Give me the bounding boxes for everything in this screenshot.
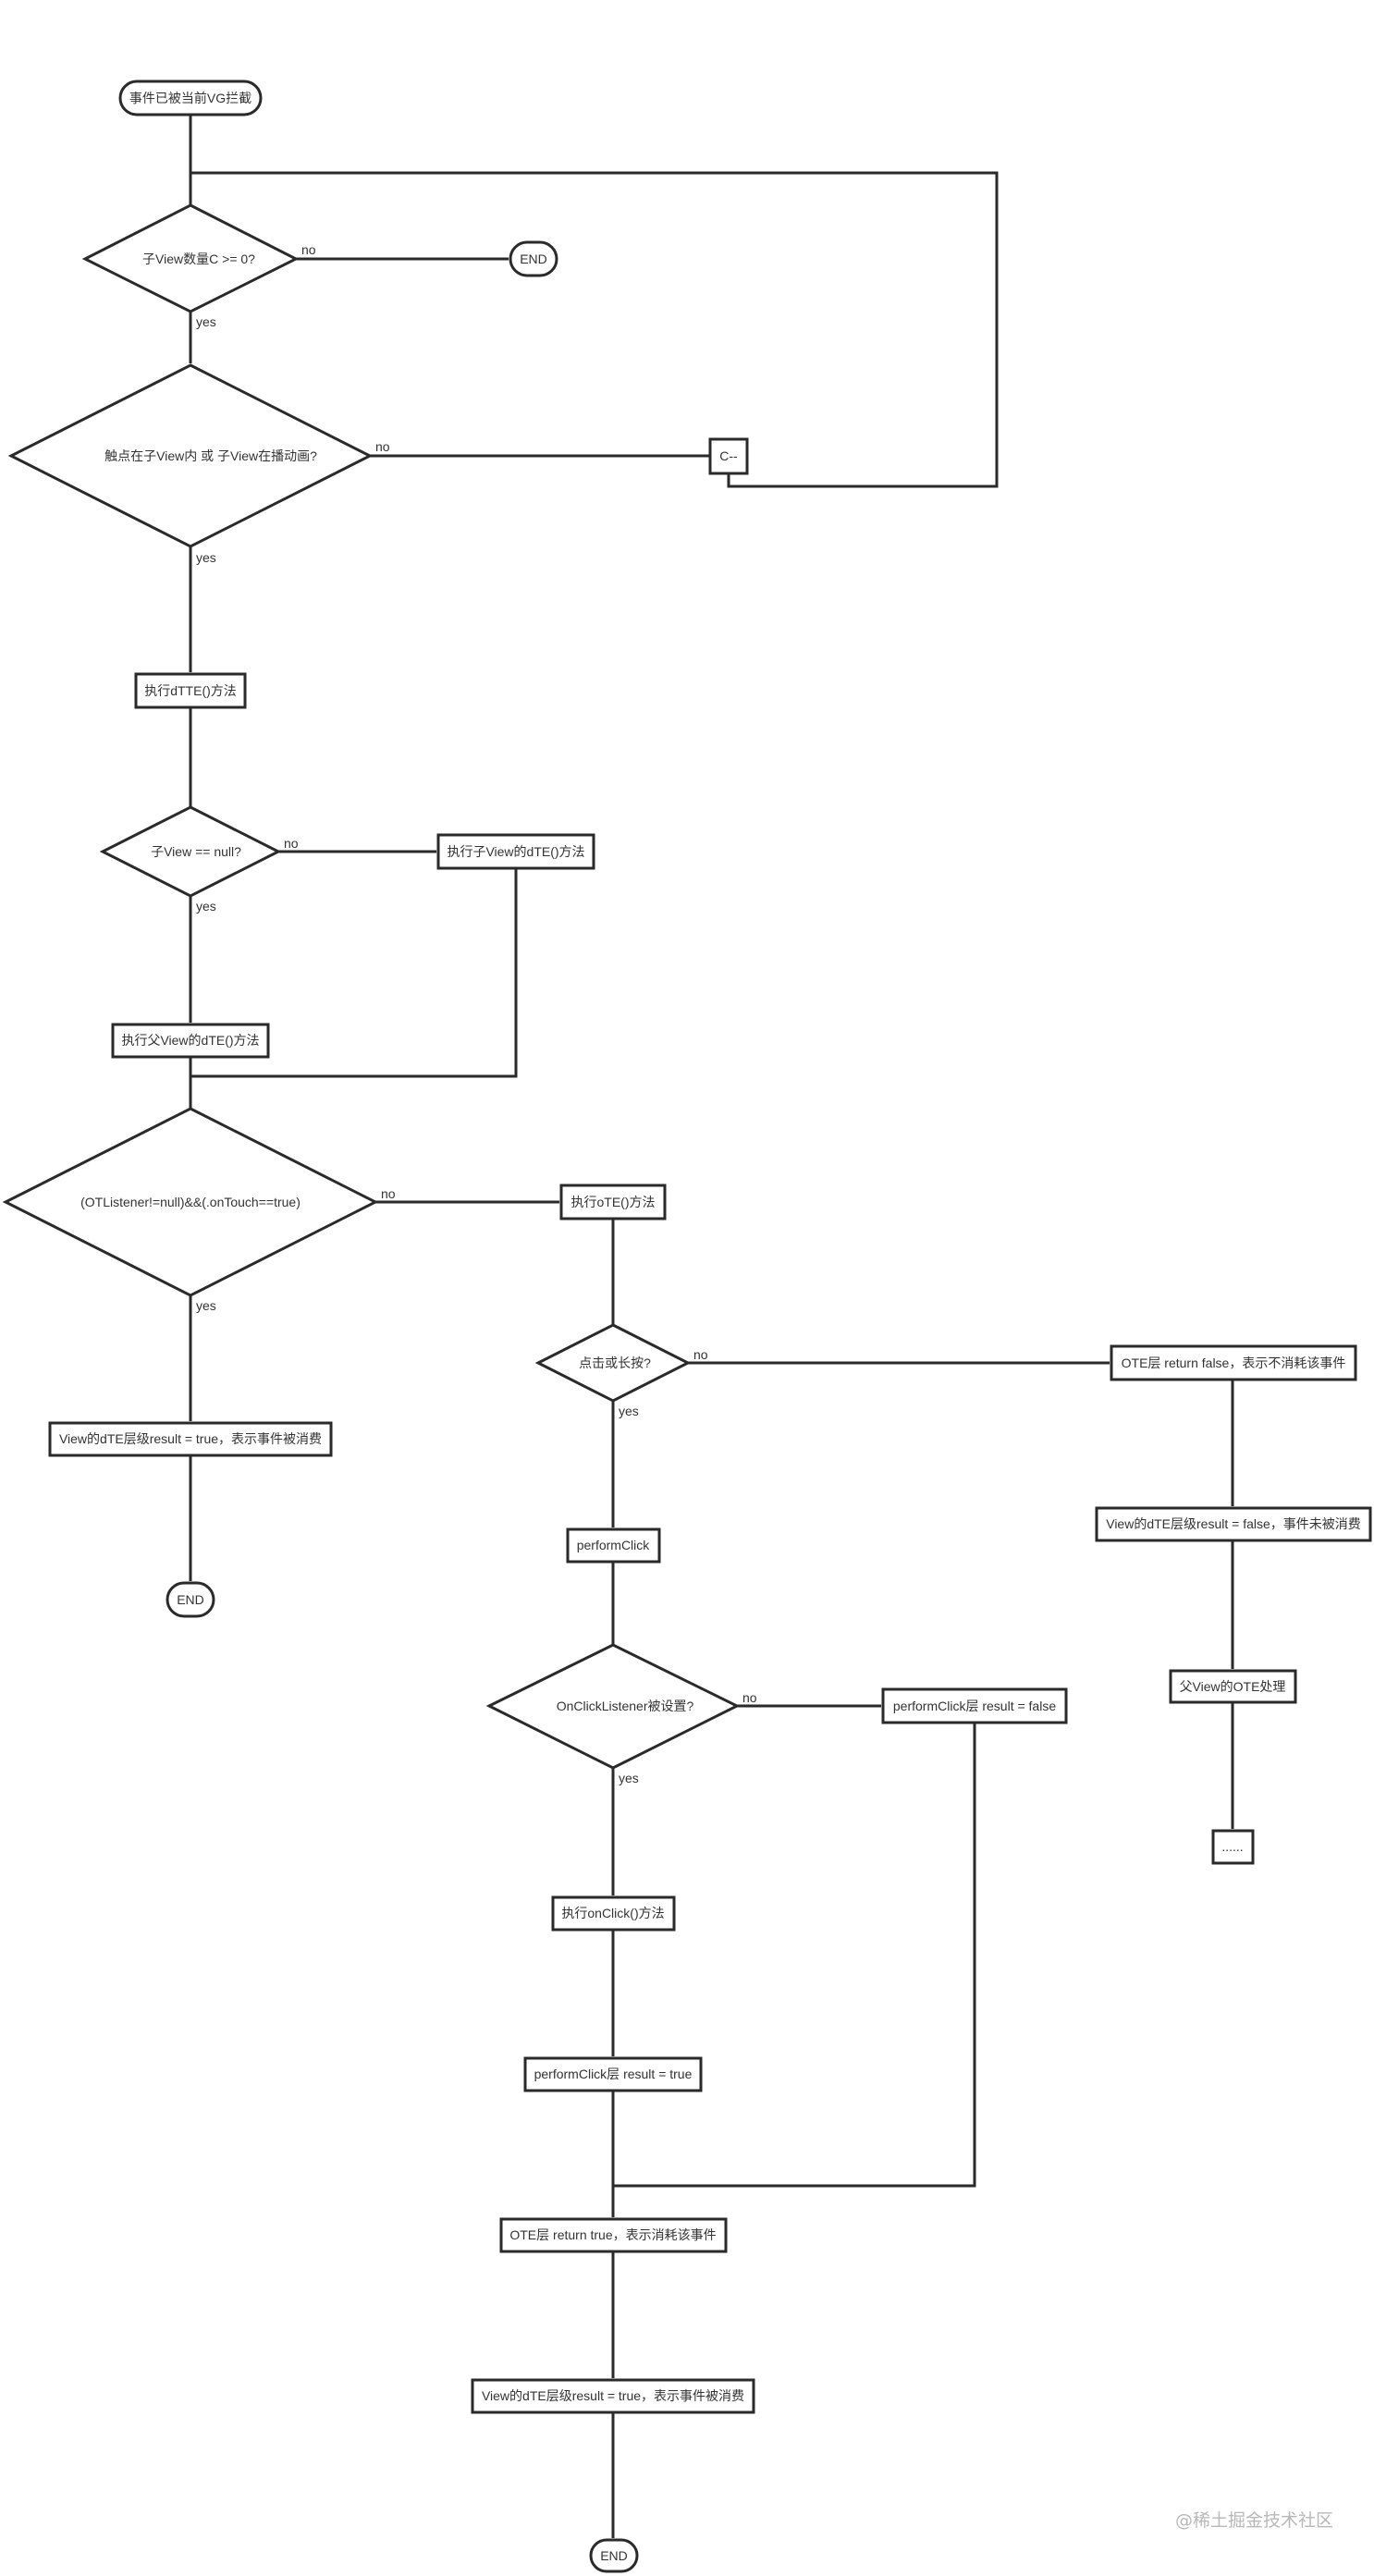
process-exec-ote: 执行oTE()方法: [559, 1184, 667, 1221]
process-parent-ote-label: 父View的OTE处理: [1180, 1679, 1286, 1694]
process-parent-ote: 父View的OTE处理: [1169, 1669, 1297, 1704]
edge-label-ot-yes: yes: [196, 1298, 216, 1313]
end-node-1-label: END: [520, 251, 547, 266]
process-exec-parent-dte: 执行父View的dTE()方法: [111, 1023, 270, 1059]
decision-child-null: 子View == null?: [99, 805, 282, 898]
process-perform-click-false-label: performClick层 result = false: [893, 1699, 1056, 1713]
process-exec-ote-label: 执行oTE()方法: [571, 1195, 656, 1209]
edge-pcfalse-merge: [613, 1723, 976, 2188]
end-node-2-label: END: [177, 1592, 204, 1607]
edge-label-null-yes: yes: [196, 899, 216, 914]
edge-labels: no yes no yes no yes no yes no yes no ye…: [196, 242, 757, 1785]
process-view-dte-true-1-label: View的dTE层级result = true，表示事件被消费: [59, 1431, 322, 1446]
process-view-dte-true-2-label: View的dTE层级result = true，表示事件被消费: [482, 2388, 744, 2403]
process-exec-child-dte: 执行子View的dTE()方法: [436, 833, 595, 870]
process-ote-return-true-label: OTE层 return true，表示消耗该事件: [509, 2227, 716, 2242]
decrement-node-label: C--: [719, 448, 738, 463]
process-perform-click: performClick: [566, 1527, 661, 1564]
decision-onclicklistener-set-label: OnClickListener被设置?: [557, 1699, 694, 1713]
start-node: 事件已被当前VG拦截: [118, 80, 263, 117]
process-perform-click-true: performClick层 result = true: [523, 2056, 703, 2092]
edge-label-touch-yes: yes: [196, 550, 216, 565]
watermark: @稀土掘金技术社区: [1175, 2510, 1333, 2531]
connectors: [189, 115, 1234, 2538]
decision-child-count: 子View数量C >= 0?: [81, 203, 300, 313]
process-view-dte-false: View的dTE层级result = false，事件未被消费: [1095, 1506, 1372, 1542]
process-ote-return-true: OTE层 return true，表示消耗该事件: [499, 2217, 728, 2253]
decision-otlistener-label: (OTListener!=null)&&(.onTouch==true): [80, 1195, 301, 1209]
process-exec-dtte: 执行dTTE()方法: [134, 672, 247, 709]
edge-label-onclickset-no: no: [742, 1690, 757, 1705]
process-view-dte-true-2: View的dTE层级result = true，表示事件被消费: [471, 2378, 755, 2414]
end-node-2: END: [166, 1581, 215, 1618]
process-view-dte-true-1: View的dTE层级result = true，表示事件被消费: [48, 1421, 333, 1457]
edge-label-null-no: no: [284, 836, 299, 851]
decision-click-or-longpress-label: 点击或长按?: [579, 1355, 651, 1370]
decision-child-count-label: 子View数量C >= 0?: [142, 251, 255, 266]
process-ote-return-false-label: OTE层 return false，表示不消耗该事件: [1122, 1355, 1346, 1370]
start-node-label: 事件已被当前VG拦截: [129, 91, 251, 105]
edge-label-onclickset-yes: yes: [619, 1771, 639, 1785]
process-exec-onclick: 执行onClick()方法: [551, 1895, 676, 1932]
edge-label-ot-no: no: [381, 1186, 396, 1201]
end-node-3-label: END: [600, 2548, 628, 2563]
process-ellipsis: ......: [1211, 1829, 1255, 1865]
edge-loop-back: [190, 171, 999, 488]
edge-label-click-no: no: [693, 1347, 708, 1362]
end-node-3: END: [589, 2538, 639, 2573]
edge-label-count-no: no: [301, 242, 316, 257]
process-perform-click-false: performClick层 result = false: [881, 1687, 1068, 1724]
decision-click-or-longpress: 点击或长按?: [534, 1323, 692, 1403]
process-exec-dtte-label: 执行dTTE()方法: [144, 683, 237, 698]
process-exec-child-dte-label: 执行子View的dTE()方法: [447, 844, 584, 859]
end-node-1: END: [509, 240, 558, 277]
nodes: 事件已被当前VG拦截 子View数量C >= 0? END 触点在子View内 …: [2, 80, 1372, 2573]
edge-childdte-merge: [190, 868, 518, 1078]
decision-otlistener: (OTListener!=null)&&(.onTouch==true): [2, 1107, 379, 1297]
process-exec-onclick-label: 执行onClick()方法: [561, 1906, 664, 1920]
decision-onclicklistener-set: OnClickListener被设置?: [485, 1643, 741, 1770]
process-perform-click-true-label: performClick层 result = true: [534, 2067, 693, 2081]
decrement-node: C--: [708, 437, 749, 475]
edge-label-count-yes: yes: [196, 314, 216, 329]
process-ellipsis-label: ......: [1221, 1839, 1243, 1854]
decision-touch-in-child: 触点在子View内 或 子View在播动画?: [7, 363, 374, 548]
decision-touch-in-child-label: 触点在子View内 或 子View在播动画?: [104, 448, 317, 463]
process-exec-parent-dte-label: 执行父View的dTE()方法: [121, 1033, 259, 1048]
edge-label-touch-no: no: [375, 439, 390, 454]
process-perform-click-label: performClick: [577, 1538, 651, 1552]
process-ote-return-false: OTE层 return false，表示不消耗该事件: [1110, 1344, 1357, 1381]
edge-label-click-yes: yes: [619, 1404, 639, 1418]
decision-child-null-label: 子View == null?: [151, 844, 241, 859]
process-view-dte-false-label: View的dTE层级result = false，事件未被消费: [1106, 1516, 1361, 1531]
